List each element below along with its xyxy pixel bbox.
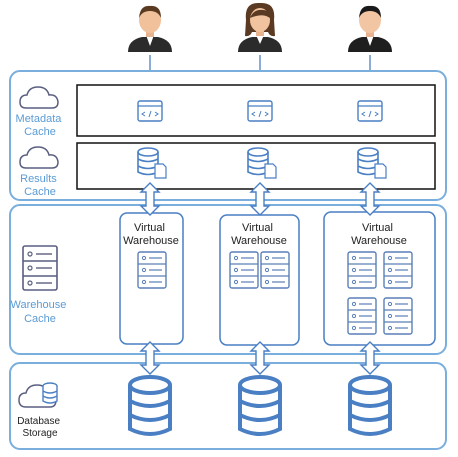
database-document-icon: [137, 147, 167, 179]
server-icon: [383, 297, 413, 335]
double-arrow: [139, 182, 161, 216]
database-icon: [238, 375, 282, 436]
metadata-cache-label: Metadata Cache: [16, 113, 65, 138]
cloud-database-icon: [18, 382, 58, 408]
database-icon: [348, 375, 392, 436]
database-document-icon: [247, 147, 277, 179]
double-arrow: [359, 341, 381, 375]
user-3: [348, 5, 392, 52]
server-rack-icon: [22, 245, 58, 291]
server-icon: [260, 251, 290, 289]
server-icon: [347, 297, 377, 335]
server-icon: [229, 251, 259, 289]
cloud-icon: [19, 86, 59, 109]
database-storage-label: Database Storage: [17, 416, 63, 439]
cloud-icon: [19, 146, 59, 169]
user-1: [128, 5, 172, 52]
server-icon: [137, 251, 167, 289]
male-user-icon: [128, 5, 172, 52]
female-user-icon: [238, 2, 282, 52]
database-document-icon: [357, 147, 387, 179]
server-icon: [383, 251, 413, 289]
double-arrow: [249, 182, 271, 216]
results-cache-label: Results Cache: [20, 173, 60, 198]
storage-layer-panel: [9, 362, 447, 450]
double-arrow: [139, 341, 161, 375]
virtual-warehouse-small-label: Virtual Warehouse: [123, 222, 179, 247]
warehouse-cache-label: Warehouse Cache: [11, 299, 70, 325]
database-icon: [128, 375, 172, 436]
double-arrow: [359, 182, 381, 216]
virtual-warehouse-large-label: Virtual Warehouse: [351, 222, 407, 247]
code-window-icon: [357, 100, 383, 122]
user-2: [238, 2, 282, 52]
code-window-icon: [247, 100, 273, 122]
virtual-warehouse-medium-label: Virtual Warehouse: [231, 222, 287, 247]
double-arrow: [249, 341, 271, 375]
server-icon: [347, 251, 377, 289]
male-user-icon: [348, 5, 392, 52]
code-window-icon: [137, 100, 163, 122]
